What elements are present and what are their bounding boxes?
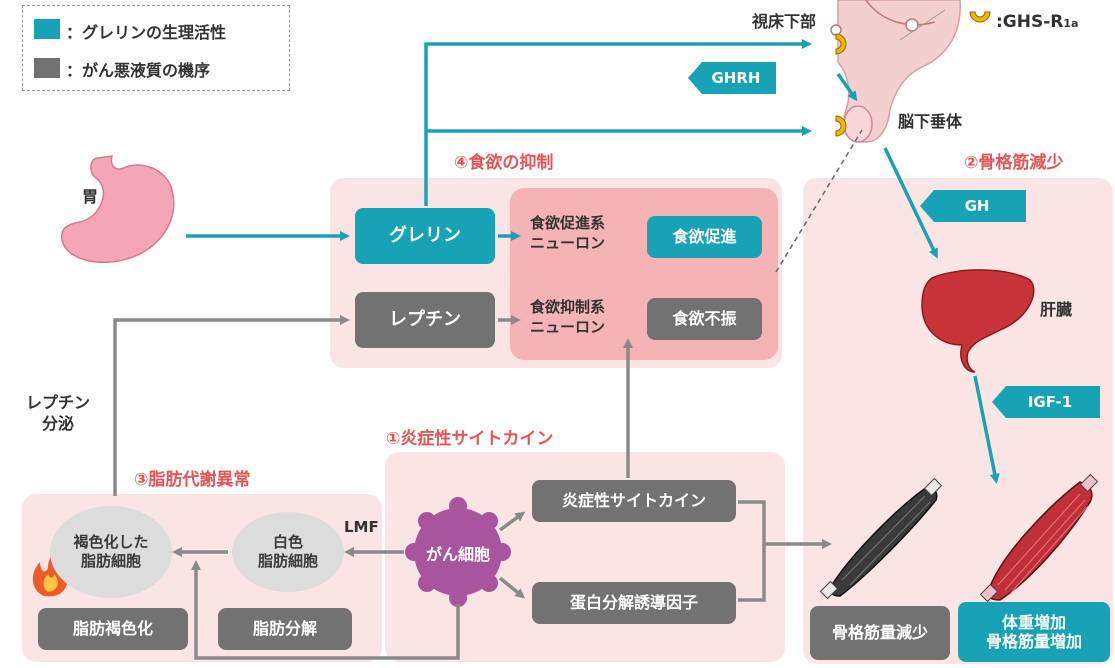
liver-shape bbox=[921, 269, 1035, 373]
lmf-label: LMF bbox=[344, 518, 379, 536]
section-fat-title: ③脂肪代謝異常 bbox=[134, 470, 251, 490]
brown-fat-cell: 褐色化した脂肪細胞 bbox=[50, 506, 172, 598]
pif-box: 蛋白分解誘導因子 bbox=[532, 582, 736, 624]
muscle-thick-shape bbox=[979, 473, 1099, 603]
cytokine-box: 炎症性サイトカイン bbox=[532, 480, 736, 522]
hypothalamus-label: 視床下部 bbox=[752, 12, 817, 31]
legend-cachexia-label: ：がん悪液質の機序 bbox=[66, 61, 211, 80]
section-cytokine-title: ①炎症性サイトカイン bbox=[386, 429, 554, 449]
legend-teal-swatch bbox=[34, 19, 60, 39]
receptor-legend-label: :GHS-R1a bbox=[996, 12, 1079, 32]
cancer-cell-shape bbox=[405, 497, 511, 607]
neuron-promote-label: 食欲促進系ニューロン bbox=[530, 214, 606, 252]
legend-ghrelin-label: ：グレリンの生理活性 bbox=[66, 23, 227, 42]
cancer-cell-label: がん細胞 bbox=[425, 545, 490, 564]
liver-label: 肝臓 bbox=[1040, 300, 1073, 319]
igf1-tag: IGF-1 bbox=[992, 386, 1100, 418]
pituitary-label: 脳下垂体 bbox=[898, 112, 963, 131]
leptin-secretion-label: レプチン分泌 bbox=[26, 393, 91, 433]
gh-tag: GH bbox=[920, 190, 1026, 222]
leptin-box: レプチン bbox=[355, 292, 495, 348]
legend-gray-swatch bbox=[34, 58, 60, 78]
pituitary-gland bbox=[843, 105, 873, 143]
ghrelin-box: グレリン bbox=[355, 208, 495, 264]
stomach-label: 胃 bbox=[82, 187, 99, 206]
section-appetite-title: ④食欲の抑制 bbox=[454, 153, 554, 173]
receptor-icon-pituitary bbox=[835, 115, 847, 137]
brain-shape bbox=[837, 0, 961, 143]
muscle-loss-box: 骨格筋量減少 bbox=[810, 606, 950, 660]
muscle-gain-box: 体重増加骨格筋量増加 bbox=[958, 602, 1110, 662]
browning-box: 脂肪褐色化 bbox=[38, 608, 188, 650]
lipolysis-box: 脂肪分解 bbox=[218, 608, 352, 650]
section-muscle-title: ②骨格筋減少 bbox=[964, 153, 1064, 173]
ghrh-tag: GHRH bbox=[688, 62, 776, 94]
receptor-icon-hypothalamus bbox=[835, 33, 847, 55]
anorexia-box: 食欲不振 bbox=[647, 298, 762, 340]
receptor-icon-legend bbox=[969, 11, 991, 23]
legend bbox=[22, 5, 290, 91]
stomach-shape bbox=[60, 155, 175, 264]
neuron-suppress-label: 食欲抑制系ニューロン bbox=[530, 298, 606, 336]
muscle-thin-shape bbox=[819, 477, 943, 600]
appetite-promotion-box: 食欲促進 bbox=[647, 216, 762, 258]
brain-fold bbox=[865, 0, 936, 26]
white-fat-cell: 白色脂肪細胞 bbox=[232, 512, 344, 592]
